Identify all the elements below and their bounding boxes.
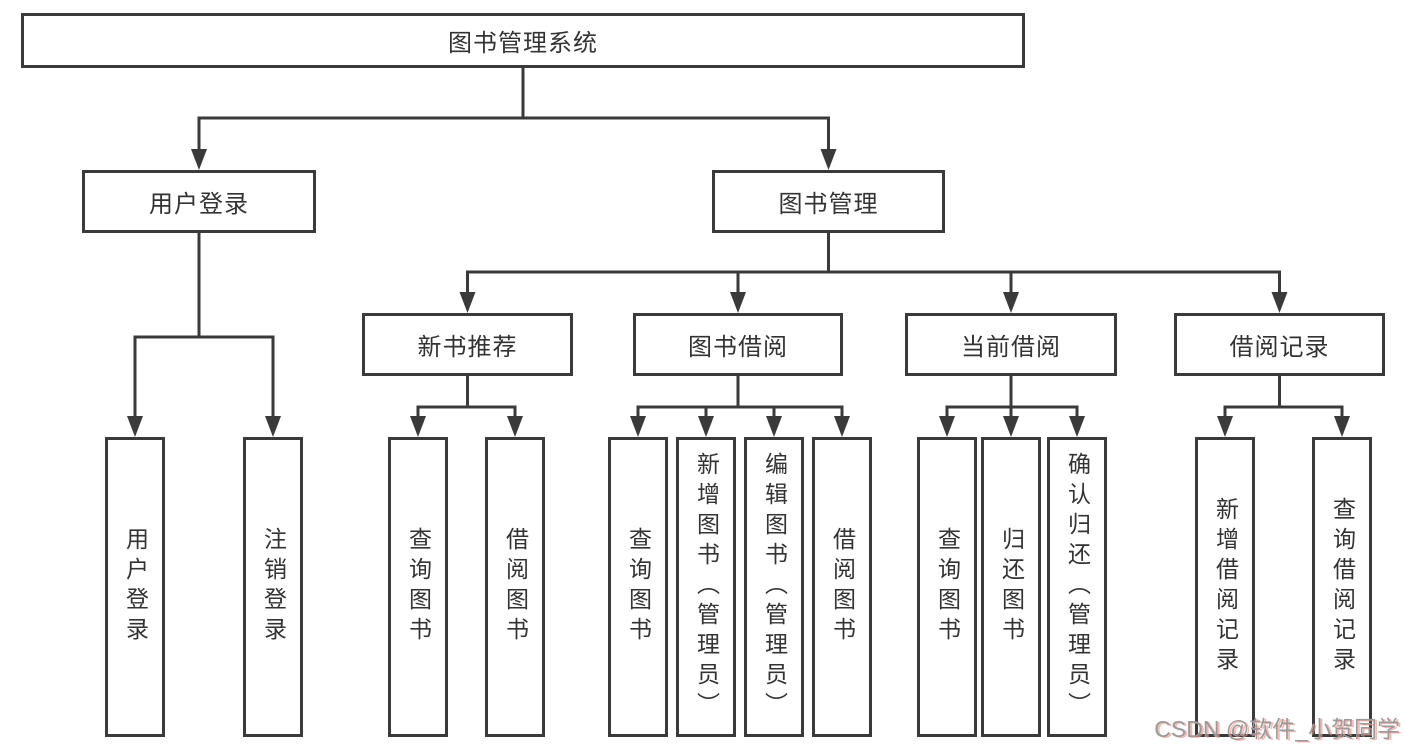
node-label-leaf-edit-book: 编辑图书（管理员） — [761, 452, 788, 722]
node-label-leaf-borrow-book: 借阅图书 — [829, 527, 856, 647]
arrowhead-icon — [698, 416, 714, 437]
node-label-leaf-add-book: 新增图书（管理员） — [693, 452, 720, 722]
node-label-leaf-user-login: 用户登录 — [122, 527, 149, 647]
node-leaf-edit-book: 编辑图书（管理员） — [744, 437, 804, 737]
node-label-book-borrow: 图书借阅 — [688, 334, 788, 361]
node-new-book-rec: 新书推荐 — [362, 313, 573, 376]
node-label-leaf-query-book-current: 查询图书 — [934, 527, 961, 647]
node-label-root: 图书管理系统 — [448, 30, 598, 57]
arrowhead-icon — [630, 416, 646, 437]
arrowhead-icon — [1003, 416, 1019, 437]
watermark: CSDN @软件_小贺同学 — [1154, 716, 1400, 742]
node-leaf-user-login: 用户登录 — [105, 437, 165, 737]
node-current-borrow: 当前借阅 — [905, 313, 1117, 376]
node-root: 图书管理系统 — [21, 13, 1025, 68]
arrowhead-icon — [1217, 416, 1233, 437]
arrowhead-icon — [1069, 416, 1085, 437]
node-label-leaf-logout: 注销登录 — [260, 527, 287, 647]
node-label-borrow-records: 借阅记录 — [1229, 334, 1330, 361]
arrowhead-icon — [410, 416, 426, 437]
arrowhead-icon — [730, 292, 746, 313]
node-leaf-query-book-new: 查询图书 — [388, 437, 448, 737]
node-label-new-book-rec: 新书推荐 — [417, 334, 518, 361]
node-leaf-query-book-borrow: 查询图书 — [608, 437, 668, 737]
node-book-borrow: 图书借阅 — [633, 313, 843, 376]
arrowhead-icon — [507, 416, 523, 437]
node-leaf-add-borrow-record: 新增借阅记录 — [1195, 437, 1255, 737]
node-leaf-add-book: 新增图书（管理员） — [676, 437, 736, 737]
node-leaf-query-borrow-record: 查询借阅记录 — [1312, 437, 1372, 737]
node-leaf-query-book-current: 查询图书 — [917, 437, 977, 737]
node-book-mgmt: 图书管理 — [712, 170, 945, 233]
node-leaf-borrow-book-new: 借阅图书 — [485, 437, 545, 737]
node-label-user-login: 用户登录 — [149, 191, 249, 218]
node-leaf-logout: 注销登录 — [243, 437, 303, 737]
arrowhead-icon — [459, 292, 476, 313]
node-label-leaf-query-borrow-record: 查询借阅记录 — [1329, 497, 1356, 677]
node-leaf-return-book: 归还图书 — [981, 437, 1041, 737]
node-label-leaf-add-borrow-record: 新增借阅记录 — [1212, 497, 1239, 677]
arrowhead-icon — [766, 416, 782, 437]
arrowhead-icon — [127, 416, 143, 437]
node-label-leaf-borrow-book-new: 借阅图书 — [502, 527, 529, 647]
arrowhead-icon — [1003, 292, 1019, 313]
arrowhead-icon — [834, 416, 850, 437]
arrowhead-icon — [939, 416, 955, 437]
node-label-leaf-query-book-borrow: 查询图书 — [625, 527, 652, 647]
arrowhead-icon — [191, 149, 207, 170]
arrowhead-icon — [1271, 292, 1288, 313]
arrowhead-icon — [1334, 416, 1350, 437]
node-label-leaf-confirm-return: 确认归还（管理员） — [1064, 452, 1091, 722]
node-borrow-records: 借阅记录 — [1174, 313, 1385, 376]
node-label-book-mgmt: 图书管理 — [778, 191, 879, 218]
arrowhead-icon — [265, 416, 281, 437]
node-leaf-confirm-return: 确认归还（管理员） — [1047, 437, 1107, 737]
node-label-current-borrow: 当前借阅 — [961, 334, 1061, 361]
node-user-login: 用户登录 — [82, 170, 316, 233]
arrowhead-icon — [820, 149, 837, 170]
node-leaf-borrow-book: 借阅图书 — [812, 437, 872, 737]
node-label-leaf-query-book-new: 查询图书 — [405, 527, 432, 647]
node-label-leaf-return-book: 归还图书 — [998, 527, 1025, 647]
